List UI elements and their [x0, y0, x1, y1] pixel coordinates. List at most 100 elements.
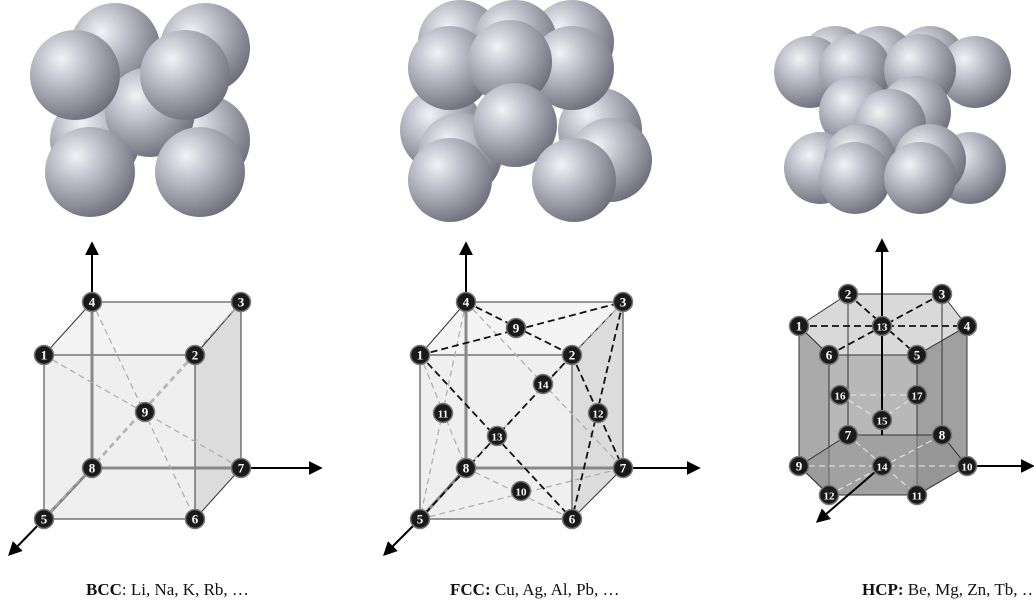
sphere: [473, 83, 557, 167]
sphere: [884, 142, 956, 214]
sphere: [30, 30, 120, 120]
bcc-caption-title: BCC: [86, 580, 122, 599]
fcc-node-label: 12: [593, 409, 605, 421]
bcc-caption: BCC: Li, Na, K, Rb, …: [86, 580, 249, 600]
y-axis-arrow: [815, 465, 883, 523]
fcc-node-marker: [510, 480, 532, 502]
hcp-node-label: 15: [877, 416, 889, 428]
bcc-node-marker: [184, 344, 206, 366]
hcp-node-marker: [931, 283, 953, 305]
bcc-node-label: 3: [238, 295, 245, 310]
sphere: [468, 20, 552, 104]
hcp-node-label: 2: [845, 287, 852, 302]
bcc-node-label: 1: [41, 348, 48, 363]
sphere: [140, 30, 230, 120]
hcp-node-marker: [818, 344, 840, 366]
fcc-node-label: 9: [513, 321, 520, 336]
bcc-node-marker: [33, 508, 55, 530]
hcp-node-marker: [871, 455, 893, 477]
hcp-node-label: 5: [914, 348, 921, 363]
hcp-node-label: 13: [877, 322, 889, 334]
bcc-node-marker: [230, 457, 252, 479]
bcc-sphere-model: [30, 3, 250, 217]
fcc-node-marker: [455, 291, 477, 313]
fcc-node-label: 3: [620, 295, 627, 310]
hcp-node-marker: [906, 384, 928, 406]
fcc-caption-title: FCC:: [450, 580, 491, 599]
fcc-node-marker: [432, 402, 454, 424]
hcp-node-marker: [906, 344, 928, 366]
sphere: [408, 138, 492, 222]
hcp-node-marker: [931, 424, 953, 446]
bcc-node-label: 4: [89, 295, 96, 310]
hcp-node-marker: [956, 455, 978, 477]
fcc-node-marker: [455, 457, 477, 479]
bcc-node-marker: [230, 291, 252, 313]
sphere: [819, 142, 891, 214]
bcc-node-marker: [81, 457, 103, 479]
fcc-node-marker: [409, 508, 431, 530]
sphere: [155, 127, 245, 217]
hcp-node-label: 1: [796, 319, 803, 334]
hcp-node-label: 10: [962, 462, 974, 474]
hcp-node-marker: [788, 455, 810, 477]
bcc-node-label: 7: [238, 461, 245, 476]
hcp-node-label: 12: [824, 491, 836, 503]
fcc-node-marker: [561, 508, 583, 530]
hcp-caption-elements: Be, Mg, Zn, Tb, …: [903, 580, 1034, 599]
fcc-node-label: 14: [538, 380, 550, 392]
hcp-unit-cell: [798, 238, 1034, 523]
fcc-node-label: 7: [620, 461, 627, 476]
fcc-node-label: 13: [492, 432, 504, 444]
bcc-node-label: 8: [89, 461, 96, 476]
bcc-node-marker: [184, 508, 206, 530]
hcp-node-label: 6: [826, 348, 833, 363]
hcp-node-label: 3: [939, 287, 946, 302]
bcc-node-label: 5: [41, 512, 48, 527]
hcp-node-marker: [837, 424, 859, 446]
fcc-node-label: 8: [463, 461, 470, 476]
hcp-node-marker: [818, 484, 840, 506]
fcc-caption-elements: Cu, Ag, Al, Pb, …: [490, 580, 620, 599]
fcc-sphere-model: [400, 0, 652, 222]
fcc-node-marker: [486, 425, 508, 447]
fcc-node-marker: [505, 317, 527, 339]
hcp-node-label: 16: [835, 391, 847, 403]
hcp-node-marker: [956, 315, 978, 337]
hcp-caption: HCP: Be, Mg, Zn, Tb, …: [862, 580, 1034, 600]
fcc-node-label: 1: [417, 348, 424, 363]
bcc-caption-elements: : Li, Na, K, Rb, …: [121, 580, 249, 599]
hcp-node-marker: [871, 409, 893, 431]
fcc-node-label: 6: [569, 512, 576, 527]
sphere: [530, 26, 614, 110]
fcc-unit-cell: [383, 241, 701, 556]
hcp-node-label: 11: [912, 491, 922, 503]
hcp-node-label: 14: [877, 462, 889, 474]
sphere: [45, 127, 135, 217]
fcc-node-label: 2: [569, 348, 576, 363]
bcc-node-label: 6: [192, 512, 199, 527]
hcp-node-marker: [906, 484, 928, 506]
fcc-node-marker: [612, 457, 634, 479]
fcc-node-label: 5: [417, 512, 424, 527]
fcc-node-marker: [612, 291, 634, 313]
sphere: [532, 138, 616, 222]
hcp-node-label: 17: [912, 391, 924, 403]
hcp-node-marker: [829, 384, 851, 406]
fcc-node-label: 11: [438, 409, 448, 421]
hcp-node-label: 7: [845, 428, 852, 443]
hcp-node-label: 9: [796, 459, 803, 474]
hcp-node-marker: [837, 283, 859, 305]
bcc-node-marker: [33, 344, 55, 366]
fcc-node-label: 4: [463, 295, 470, 310]
bcc-node-marker: [134, 401, 156, 423]
hcp-sphere-model: [774, 26, 1011, 214]
hcp-node-label: 8: [939, 428, 946, 443]
fcc-caption: FCC: Cu, Ag, Al, Pb, …: [450, 580, 620, 600]
fcc-node-marker: [561, 344, 583, 366]
